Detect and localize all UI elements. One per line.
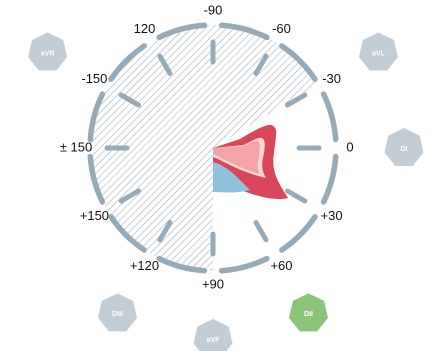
lead-marker-avl[interactable]: aVL (358, 32, 398, 71)
lead-marker-di[interactable]: DI (384, 128, 424, 166)
lead-label: DIII (112, 311, 123, 318)
lead-heptagon (384, 128, 424, 166)
ring-arc-segment (218, 22, 270, 41)
inner-tick (253, 53, 269, 76)
ring-arc-segment (279, 43, 318, 82)
angle-label-minus30: -30 (322, 71, 341, 86)
inner-tick (253, 220, 269, 243)
ring-arc-segment (320, 153, 339, 205)
ring-arc-segment (156, 22, 208, 41)
angle-label-minus60: -60 (272, 21, 291, 36)
inner-tick (118, 188, 141, 204)
inner-tick (118, 92, 141, 108)
angle-label-minus150: -150 (81, 71, 107, 86)
ring-arc-segment (87, 91, 106, 143)
angle-label-plus30: +30 (321, 208, 343, 223)
heart-illustration (213, 124, 288, 200)
lead-heptagon (358, 32, 398, 71)
lead-heptagon (193, 319, 233, 351)
ring-arc-segment (108, 43, 147, 82)
angle-label-pm150: ± 150 (60, 139, 92, 154)
lead-label: aVR (41, 50, 55, 57)
lead-label: aVL (372, 50, 386, 57)
lead-heptagon (98, 293, 137, 332)
inner-tick (285, 92, 308, 108)
inner-ticks (104, 39, 322, 257)
heart-chamber-inner (213, 141, 260, 174)
angle-label-plus120: +120 (130, 258, 159, 273)
angle-label-minus90: -90 (204, 2, 223, 17)
ring-arc-segment (156, 255, 208, 274)
ring-arc-segment (108, 214, 147, 253)
lead-label: DI (401, 146, 408, 153)
ring-arc-segment (87, 153, 106, 205)
angle-label-120: 120 (134, 21, 156, 36)
lead-marker-diii[interactable]: DIII (98, 293, 137, 332)
axis-ring (87, 22, 339, 274)
ring-arc-segment (279, 214, 318, 253)
lead-marker-dii[interactable]: DII (289, 293, 328, 332)
angle-label-0: 0 (346, 139, 353, 154)
lead-label: aVF (207, 337, 221, 344)
inner-tick (157, 220, 173, 243)
inner-tick (157, 53, 173, 76)
angle-label-plus90: +90 (202, 276, 224, 291)
lead-markers: aVR aVL DI DII aVF DIII (28, 32, 424, 351)
ring-arc-segment (218, 255, 270, 274)
lead-label: DII (304, 311, 313, 318)
lead-marker-avr[interactable]: aVR (28, 32, 68, 71)
lead-marker-avf[interactable]: aVF (193, 319, 233, 351)
inner-tick (285, 188, 308, 204)
lead-heptagon (28, 32, 68, 71)
lead-heptagon (289, 293, 328, 332)
angle-label-plus60: +60 (270, 258, 292, 273)
angle-labels: -90 -60 -30 0 +30 +60 +90 +120 +150 ± 150 -150 120 (60, 2, 354, 291)
ring-arc-segment (320, 91, 339, 143)
angle-label-plus150: +150 (80, 208, 109, 223)
ventricle-blue (213, 162, 250, 193)
